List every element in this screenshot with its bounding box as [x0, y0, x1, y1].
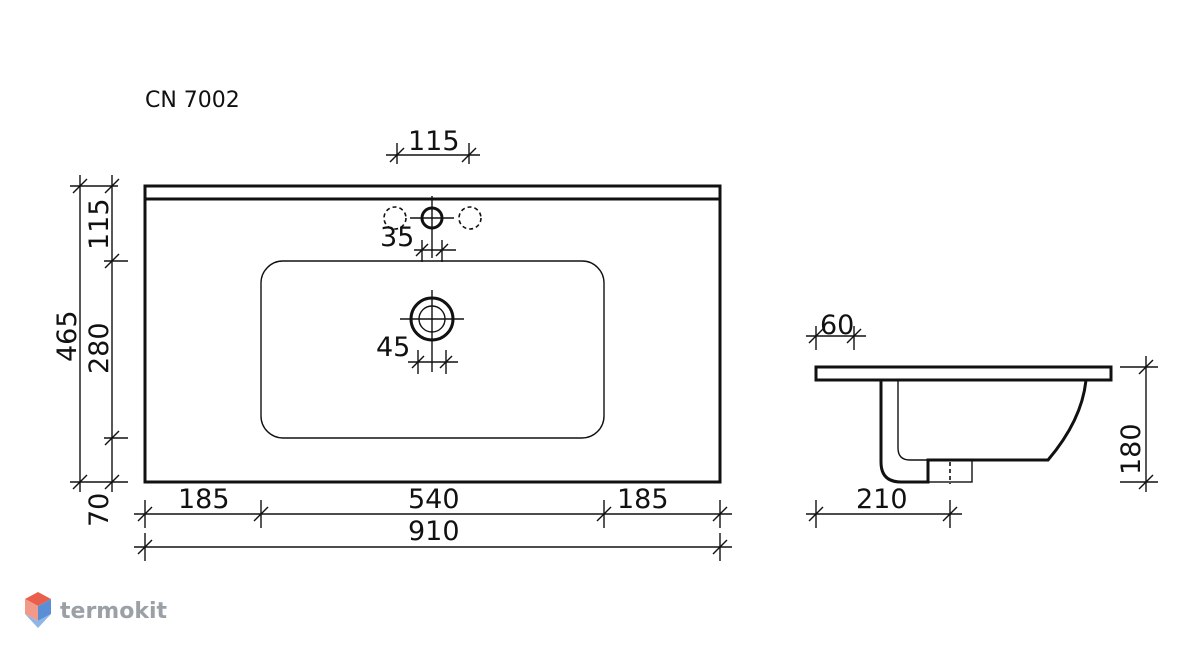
dim-hole-diameter: 35: [380, 222, 414, 253]
termokit-logo: termokit: [25, 592, 167, 628]
dim-bowl-depth: 280: [84, 322, 115, 374]
side-rim: [814, 365, 1113, 382]
dim-left-margin: 185: [178, 484, 230, 515]
dim-total-width: 910: [408, 516, 460, 547]
basin-outline: [143, 184, 722, 484]
dim-right-margin: 185: [617, 484, 669, 515]
logo-hexagon-right: [38, 599, 51, 621]
dim-side-height: 180: [1116, 423, 1147, 475]
logo-hexagon-bottom: [25, 614, 51, 628]
side-view: 60 180 210: [806, 310, 1158, 528]
top-view: 115 35 45 465 115 280 70: [52, 126, 732, 561]
side-drain-outlet: [927, 459, 973, 483]
dim-bowl-width: 540: [408, 484, 460, 515]
dim-total-depth: 465: [52, 310, 83, 362]
left-optional-hole: [383, 206, 407, 230]
dim-drain-diameter: 45: [376, 332, 410, 363]
model-title: CN 7002: [145, 88, 240, 113]
side-bowl-profile: [879, 379, 1088, 484]
dim-side-rim: 60: [820, 310, 854, 341]
side-bowl-inner: [897, 380, 928, 461]
bowl-outline: [260, 260, 605, 439]
right-optional-hole: [458, 206, 482, 230]
dim-back-to-hole: 115: [84, 198, 115, 250]
dim-front-margin: 70: [84, 493, 115, 527]
dim-side-bowl-depth: 210: [856, 484, 908, 515]
dim-top-hole-spacing: 115: [408, 126, 460, 157]
logo-hexagon-left: [25, 599, 38, 621]
logo-text: termokit: [60, 599, 167, 624]
